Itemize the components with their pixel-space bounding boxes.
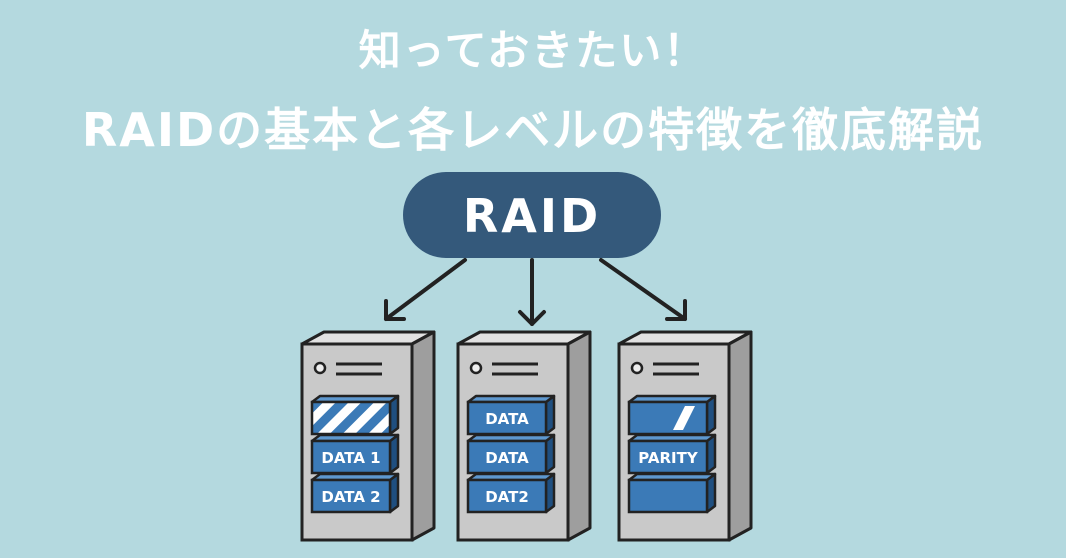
headline-line-1: 知っておきたい！ (358, 26, 708, 75)
arrow-to-server-3 (599, 258, 687, 321)
drive-front (310, 439, 392, 475)
drive-bay: PARITY (627, 433, 717, 475)
drive-label: DAT2 (485, 488, 529, 506)
drive-bay (627, 394, 717, 436)
server-side-face (410, 330, 436, 542)
drive-label: DATA (485, 449, 529, 467)
arrow-head-1 (384, 299, 406, 321)
server-side-face (566, 330, 592, 542)
drive-front (310, 478, 392, 514)
drive-bay (310, 394, 400, 436)
arrow-head-2 (518, 310, 546, 326)
drive-label: PARITY (638, 449, 699, 467)
arrow-head-3 (665, 299, 687, 321)
drive-front (310, 400, 392, 436)
power-led-icon (469, 361, 483, 375)
drive-bay: DATA 2 (310, 472, 400, 514)
drive-accent-stripe (673, 406, 695, 430)
drive-front (466, 439, 548, 475)
drive-bay: DATA (466, 394, 556, 436)
server-1: DATA 1 DATA 2 (300, 330, 436, 542)
raid-badge-label: RAID (463, 189, 601, 243)
power-led-icon (630, 361, 644, 375)
arrows (384, 258, 687, 326)
drive-front (466, 478, 548, 514)
drive-label: DATA 2 (321, 488, 380, 506)
raid-badge (403, 172, 661, 258)
drive-bay: DAT2 (466, 472, 556, 514)
drive-bay (627, 472, 717, 514)
drive-front (627, 478, 709, 514)
headline-line-2: RAIDの基本と各レベルの特徴を徹底解説 (81, 103, 985, 157)
server-3: PARITY (617, 330, 753, 542)
server-2: DATA DATA DAT2 (456, 330, 592, 542)
drive-front (627, 400, 709, 436)
drive-bay: DATA (466, 433, 556, 475)
drive-bay: DATA 1 (310, 433, 400, 475)
drive-label: DATA 1 (321, 449, 380, 467)
server-side-face (727, 330, 753, 542)
server-group: DATA 1 DATA 2 DATA DATA DAT2 PARITY (300, 330, 753, 542)
drive-label: DATA (485, 410, 529, 428)
power-led-icon (313, 361, 327, 375)
arrow-to-server-1 (384, 258, 467, 321)
